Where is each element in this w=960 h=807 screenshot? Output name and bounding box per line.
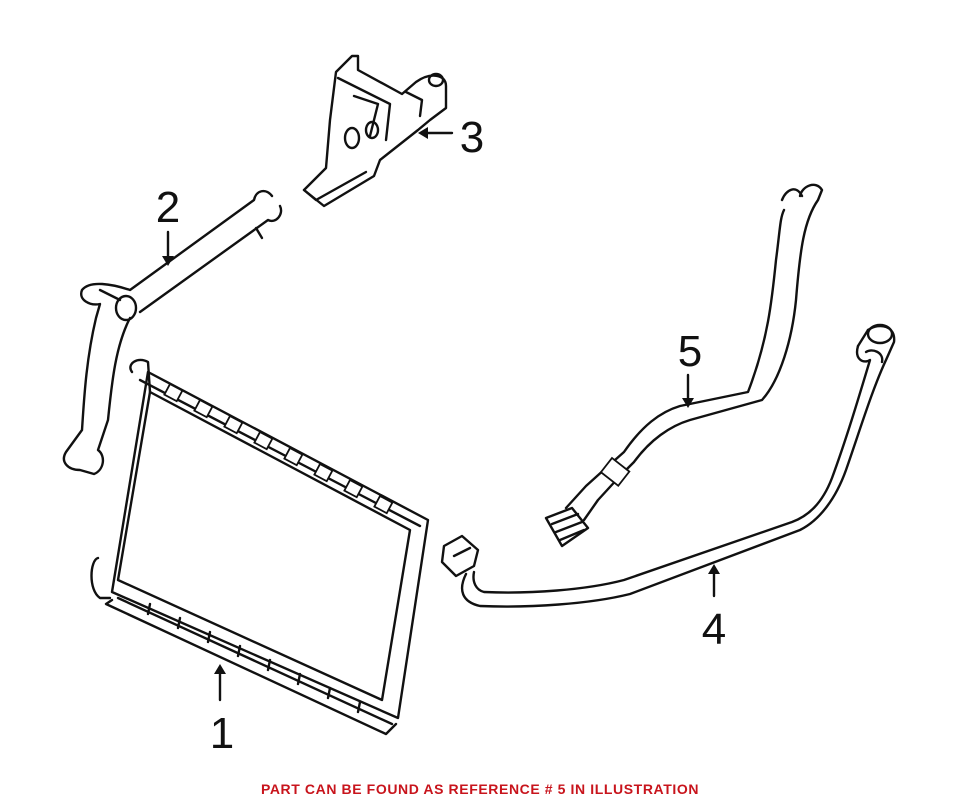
radiator-bottom-fins bbox=[146, 602, 362, 714]
callout-part-1: 1 bbox=[210, 709, 234, 758]
radiator-part-1 bbox=[90, 358, 430, 736]
callout-leaders bbox=[162, 127, 720, 702]
reference-caption: PART CAN BE FOUND AS REFERENCE # 5 IN IL… bbox=[260, 781, 700, 797]
callout-part-3: 3 bbox=[460, 113, 484, 162]
callout-part-4: 4 bbox=[702, 605, 726, 654]
callout-part-2: 2 bbox=[156, 183, 180, 232]
radiator-top-fins bbox=[163, 382, 394, 515]
pipe-part-2 bbox=[62, 189, 283, 476]
hose-part-5 bbox=[544, 183, 824, 548]
hose-part-4 bbox=[440, 323, 896, 608]
callout-part-5: 5 bbox=[678, 327, 702, 376]
valve-part-3 bbox=[302, 54, 448, 208]
